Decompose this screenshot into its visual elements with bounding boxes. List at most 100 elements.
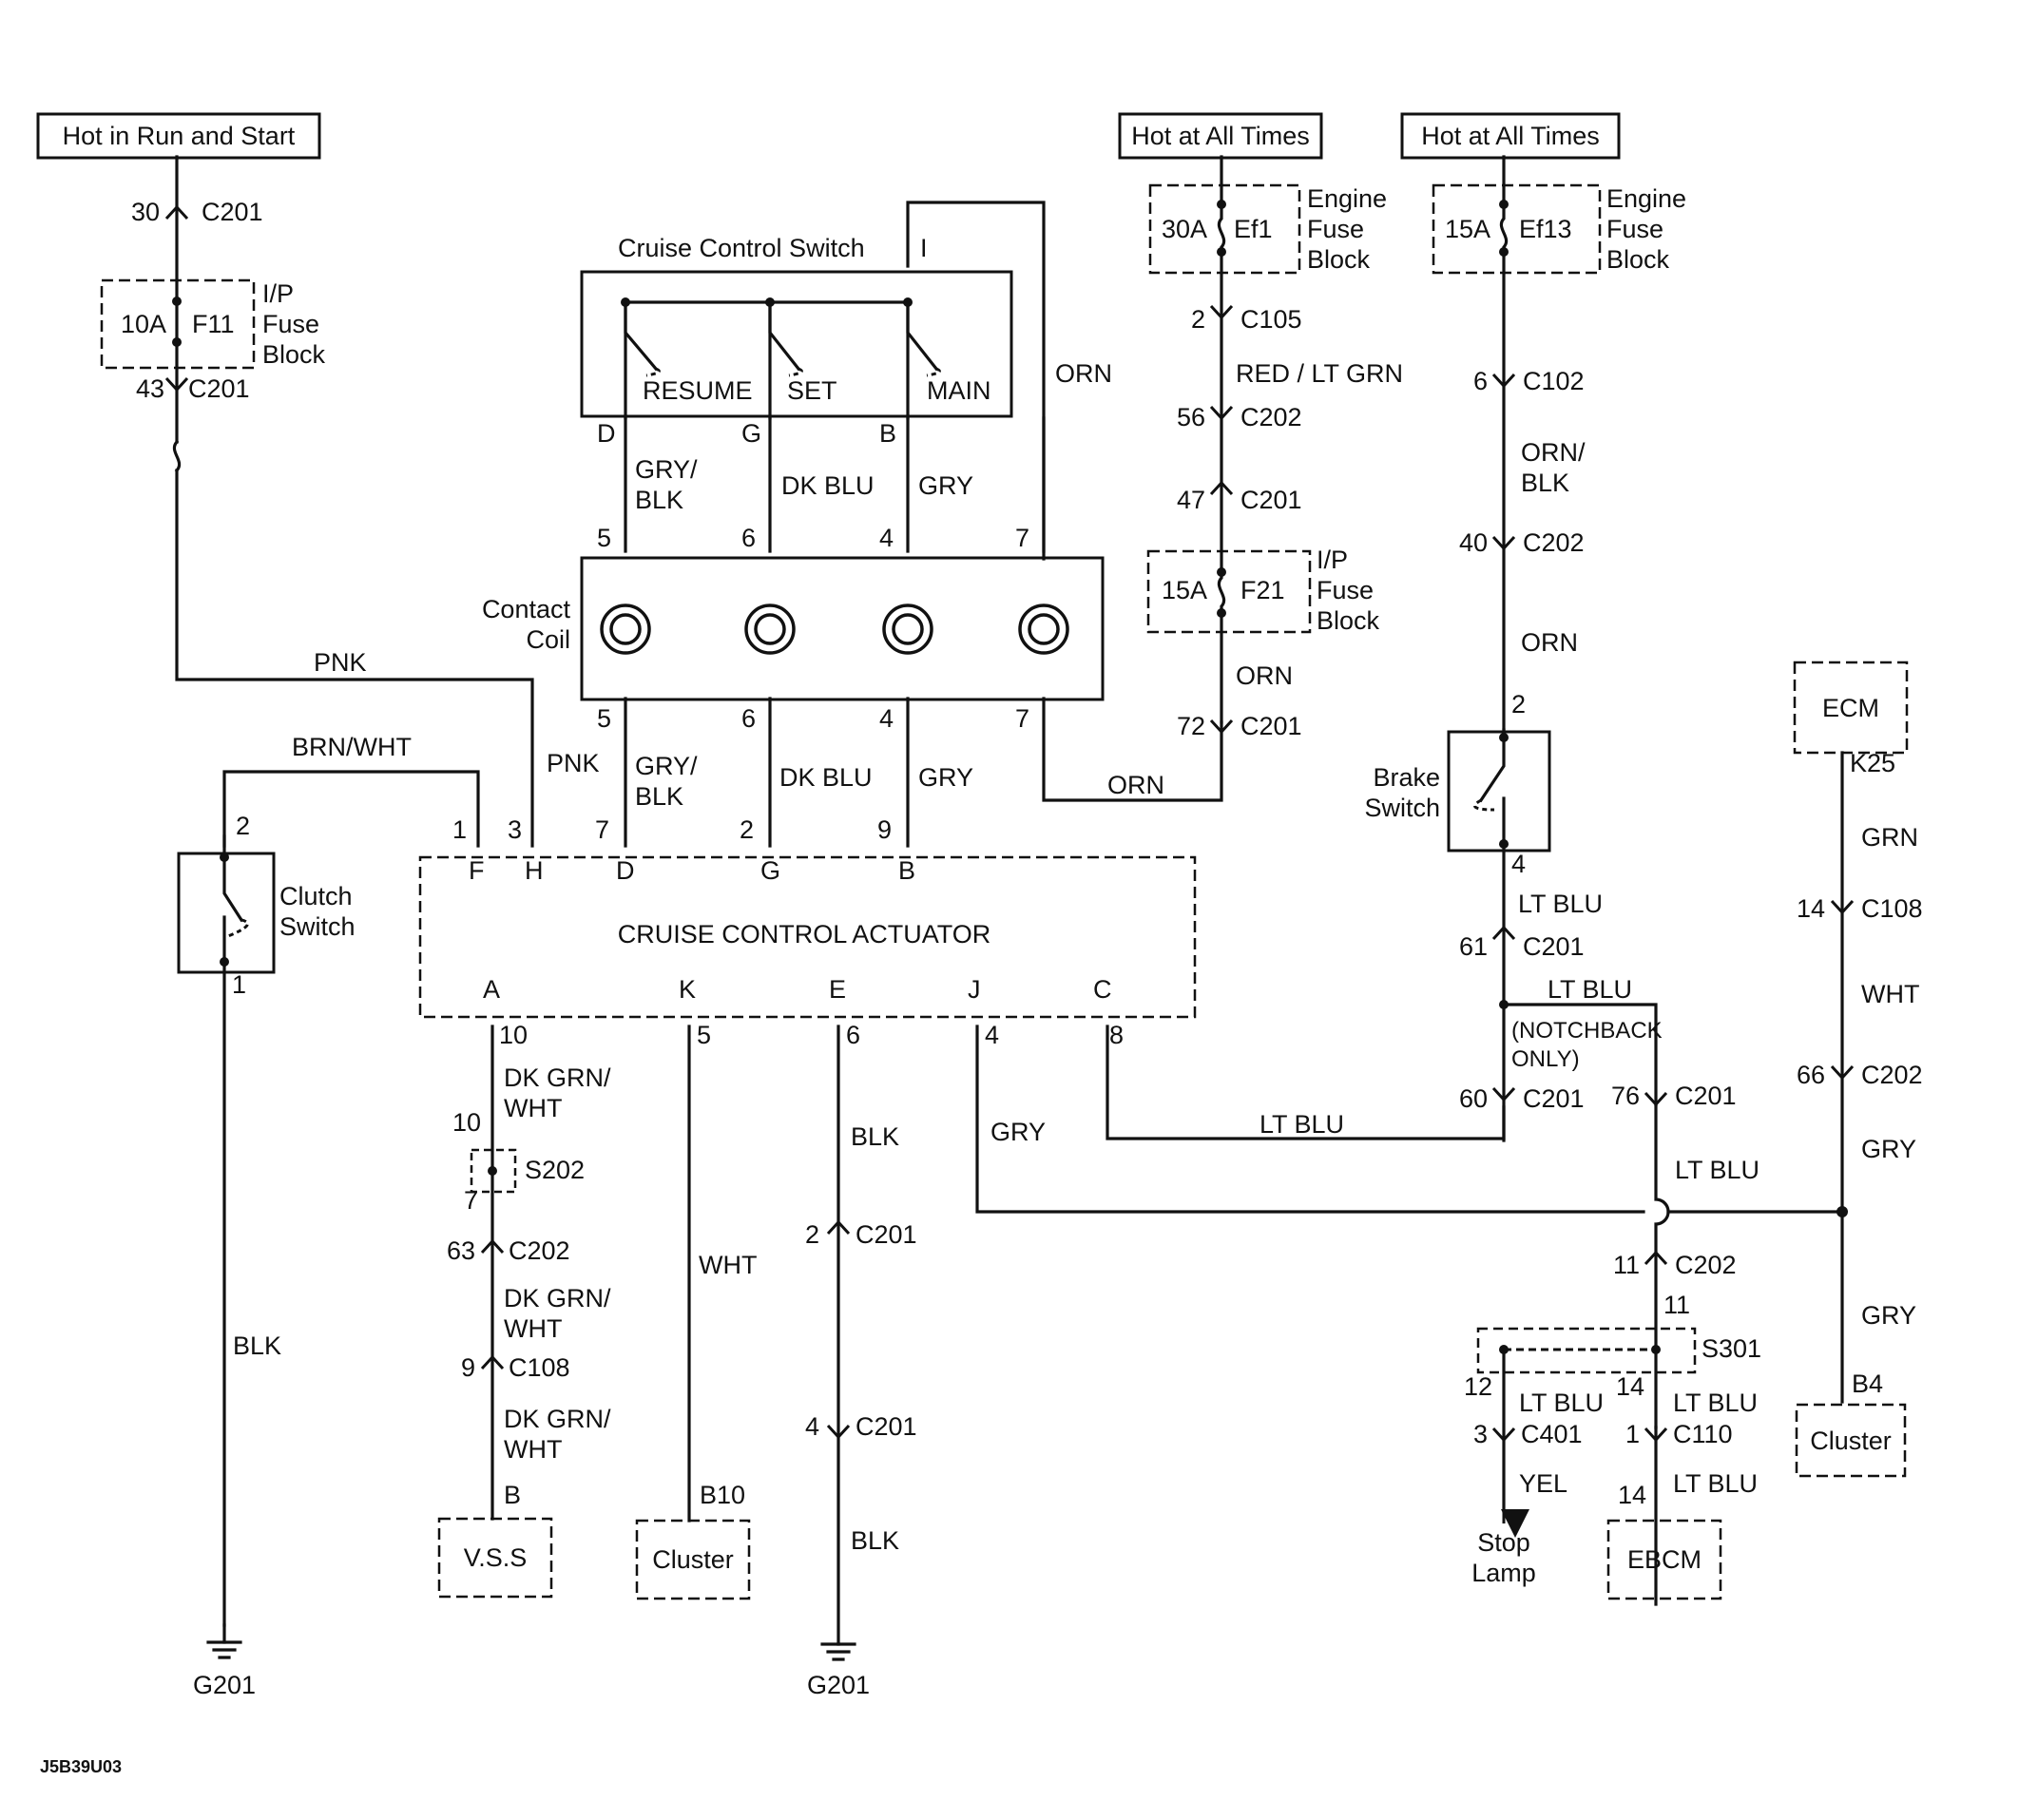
ac-pin-j: J <box>968 975 981 1004</box>
ac-pin-1: 1 <box>452 815 467 844</box>
ebcm-box <box>1606 1519 1722 1600</box>
fuse-f21-block-2: Fuse <box>1317 576 1374 604</box>
pin-labels: D G B I 5 6 4 7 5 6 4 7 1 3 7 2 9 F H D … <box>232 234 1895 1509</box>
ac-pin-d: D <box>616 856 635 885</box>
wire-orn-f21: ORN <box>1236 661 1293 690</box>
cc-top-6: 6 <box>741 524 756 552</box>
fuse-ef1-rating: 30A <box>1162 215 1207 243</box>
fuse-labels: 10A F11 I/P Fuse Block 30A Ef1 Engine Fu… <box>121 184 1686 635</box>
pin-30: 30 <box>131 198 160 226</box>
cluster-pin-b4: B4 <box>1852 1370 1883 1398</box>
fuse-ef1-block-2: Fuse <box>1307 215 1364 243</box>
ac-pin-k: K <box>679 975 696 1004</box>
pin-2-c105: 2 <box>1191 305 1205 334</box>
ac-pin-e: E <box>829 975 846 1004</box>
conn-c202-c: C202 <box>1675 1251 1737 1279</box>
pin-76: 76 <box>1611 1082 1640 1110</box>
s301-label: S301 <box>1702 1334 1761 1363</box>
clutch-switch-box <box>177 852 276 974</box>
conn-c401: C401 <box>1521 1420 1583 1448</box>
wire-wht-k: WHT <box>699 1251 757 1279</box>
fuse-f11-block-3: Block <box>262 340 326 369</box>
connector-chevrons <box>164 204 1855 1443</box>
pin-72: 72 <box>1177 712 1205 740</box>
wire-dk-grn-wht-2a: DK GRN/ <box>504 1284 611 1312</box>
pin-61: 61 <box>1459 932 1488 961</box>
junction-dots <box>172 200 1848 1354</box>
wire-blk-e2: BLK <box>851 1526 899 1555</box>
fuse-ef1-name: Ef1 <box>1234 215 1273 243</box>
conn-c202-a: C202 <box>1240 403 1302 431</box>
resume-label: RESUME <box>643 376 753 405</box>
pin-3-c401: 3 <box>1473 1420 1488 1448</box>
pin-43: 43 <box>136 374 164 403</box>
wire-lt-blu-1: LT BLU <box>1518 890 1603 918</box>
conn-c102: C102 <box>1523 367 1585 395</box>
wire-dk-grn-wht-1a: DK GRN/ <box>504 1063 611 1092</box>
vss-box <box>437 1517 553 1599</box>
g201-label-a: G201 <box>193 1671 256 1699</box>
brake-switch-box <box>1447 730 1551 853</box>
wire-red-lt-grn: RED / LT GRN <box>1236 359 1403 388</box>
wire-gry-blk-1b: BLK <box>635 486 683 514</box>
hot-all-times-label-2: Hot at All Times <box>1421 122 1600 150</box>
pin-6-c102: 6 <box>1473 367 1488 395</box>
component-boxes <box>36 112 1909 1600</box>
s202-box <box>470 1148 517 1194</box>
fuse-ef13-block-3: Block <box>1606 245 1670 274</box>
sw-pin-b: B <box>879 419 896 448</box>
cluster-box-2 <box>1795 1403 1907 1478</box>
pin-56: 56 <box>1177 403 1205 431</box>
wire-notchback-a: (NOTCHBACK <box>1511 1018 1663 1044</box>
fuse-ef13-box <box>1432 183 1602 275</box>
wire-lt-blu-7: LT BLU <box>1673 1469 1758 1498</box>
wire-yel: YEL <box>1519 1469 1567 1498</box>
ac-pin-h: H <box>525 856 544 885</box>
ac-pin-f: F <box>469 856 485 885</box>
contact-coil-label-1: Contact <box>482 595 571 623</box>
wire-dk-grn-wht-2b: WHT <box>504 1314 562 1343</box>
wire-dk-grn-wht-1b: WHT <box>504 1094 562 1122</box>
fuse-f21-name: F21 <box>1240 576 1285 604</box>
wire-color-labels: PNK PNK BRN/WHT ORN ORN GRY/ BLK DK BLU … <box>233 359 1919 1555</box>
sw-pin-g: G <box>741 419 761 448</box>
main-label: MAIN <box>927 376 991 405</box>
fuse-ef13-block-1: Engine <box>1606 184 1686 213</box>
brake-switch-label-2: Switch <box>1364 794 1440 822</box>
pin-11: 11 <box>1613 1251 1640 1279</box>
wire-dk-blu-2: DK BLU <box>779 763 873 792</box>
fuse-f11-block-1: I/P <box>262 279 294 308</box>
clutch-pin-1: 1 <box>232 970 246 999</box>
wire-orn-blk-a: ORN/ <box>1521 438 1586 467</box>
wire-gry-2: GRY <box>918 763 973 792</box>
ac-pin-10: 10 <box>499 1021 528 1049</box>
vss-label: V.S.S <box>464 1543 528 1572</box>
conn-c202-b: C202 <box>1523 528 1585 557</box>
clutch-pin-2: 2 <box>236 812 250 840</box>
s202-pin-10: 10 <box>452 1108 481 1137</box>
ac-pin-a: A <box>483 975 500 1004</box>
wire-gry-ecm-1: GRY <box>1861 1135 1916 1163</box>
conn-c202-d: C202 <box>1861 1061 1923 1089</box>
connector-labels: 30 C201 43 C201 2 C105 56 C202 47 C201 7… <box>131 198 1923 1448</box>
ebcm-label: EBCM <box>1627 1545 1702 1574</box>
fuse-f21-block-1: I/P <box>1317 546 1348 574</box>
wire-blk-clutch: BLK <box>233 1331 281 1360</box>
ac-pin-b: B <box>898 856 915 885</box>
s301-pin-11: 11 <box>1663 1291 1690 1319</box>
s202-pin-7: 7 <box>464 1186 478 1215</box>
hot-all-times-box-2 <box>1400 112 1621 160</box>
ac-pin-4: 4 <box>985 1021 999 1049</box>
sw-pin-d: D <box>597 419 616 448</box>
wire-gry-ecm-2: GRY <box>1861 1301 1916 1330</box>
conn-c108-b: C108 <box>509 1353 570 1382</box>
pin-40: 40 <box>1459 528 1488 557</box>
g201-label-b: G201 <box>807 1671 870 1699</box>
wire-lt-blu-5: LT BLU <box>1519 1389 1604 1417</box>
s202-label: S202 <box>525 1156 585 1184</box>
source-labels: Hot in Run and Start Hot at All Times Ho… <box>63 122 1600 150</box>
conn-c201-f: C201 <box>1523 1084 1585 1113</box>
ac-pin-6: 6 <box>846 1021 860 1049</box>
cc-top-7: 7 <box>1015 524 1029 552</box>
